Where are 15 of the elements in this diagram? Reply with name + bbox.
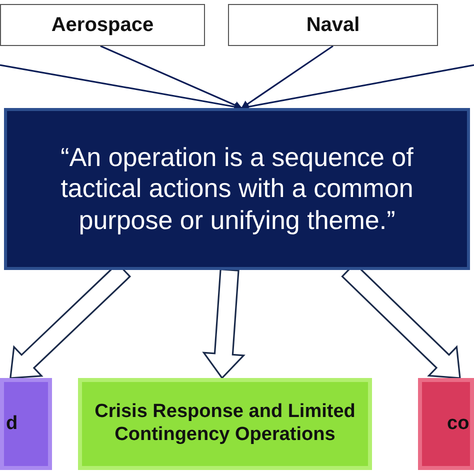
category-label: Crisis Response and Limited Contingency Operations xyxy=(94,401,356,447)
arrow xyxy=(100,45,242,109)
category-box xyxy=(418,378,474,470)
category-box xyxy=(228,4,438,46)
category-label: Aerospace xyxy=(51,13,154,37)
arrow xyxy=(241,45,334,109)
category-label: d xyxy=(6,412,18,436)
category-label: Naval xyxy=(306,13,360,37)
category-box xyxy=(0,378,52,470)
definition-box xyxy=(4,108,470,270)
category-label: co xyxy=(447,412,470,436)
definition-text: “An operation is a sequence of tactical actions with a common purpose or unifying theme.” xyxy=(60,142,414,236)
category-box xyxy=(78,378,372,470)
category-box xyxy=(0,4,205,46)
block-arrow xyxy=(202,268,246,379)
